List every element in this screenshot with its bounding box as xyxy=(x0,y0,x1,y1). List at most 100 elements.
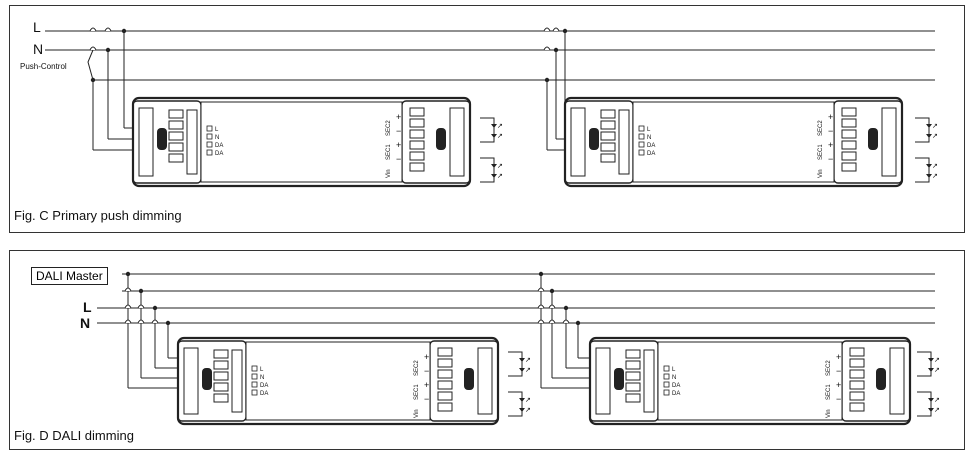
terminal-slot xyxy=(600,153,616,163)
led-emission-icon: ↗ xyxy=(525,367,531,374)
cable-clamp xyxy=(868,128,878,150)
led-emission-icon: ↗ xyxy=(932,173,938,180)
led-output-wire xyxy=(915,117,930,143)
strain-relief xyxy=(477,347,493,415)
led-diode xyxy=(519,408,525,412)
terminal-slot xyxy=(409,118,425,128)
caption-fig-d: Fig. D DALI dimming xyxy=(14,428,134,443)
sec1-label: SEC1 xyxy=(826,384,832,400)
cable-clamp xyxy=(614,368,624,390)
led-emission-icon: ↗ xyxy=(497,173,503,180)
polarity-sign: − xyxy=(424,394,429,404)
polarity-sign: + xyxy=(396,140,401,150)
terminal-label: N xyxy=(672,375,676,381)
terminal-marker xyxy=(206,141,213,148)
wire-crossover xyxy=(537,287,545,292)
terminal-slot xyxy=(213,382,229,392)
wire-label-n-d: N xyxy=(80,315,91,331)
terminal-marker xyxy=(638,133,645,140)
wire-crossover xyxy=(124,319,132,324)
polarity-sign: − xyxy=(836,394,841,404)
dali-master-box: DALI Master xyxy=(31,267,108,285)
polarity-sign: − xyxy=(828,154,833,164)
terminal-slot xyxy=(213,393,229,403)
led-diode xyxy=(928,408,934,412)
sec2-label: SEC2 xyxy=(826,360,832,376)
led-emission-icon: ↗ xyxy=(525,397,531,404)
driver-label-plate xyxy=(657,341,843,421)
led-diode xyxy=(926,134,932,138)
led-emission-icon: ↗ xyxy=(932,123,938,130)
wire-crossover xyxy=(89,27,97,32)
terminal-marker xyxy=(663,389,670,396)
cable-clamp xyxy=(464,368,474,390)
vin-label: Vin xyxy=(818,169,824,178)
strain-relief xyxy=(881,107,897,177)
terminal-slot xyxy=(849,380,865,390)
led-emission-icon: ↗ xyxy=(497,133,503,140)
led-emission-icon: ↗ xyxy=(497,123,503,130)
terminal-slot xyxy=(841,140,857,150)
terminal-label: DA xyxy=(215,143,223,149)
terminal-slot xyxy=(600,109,616,119)
polarity-sign: − xyxy=(396,154,401,164)
sec1-label: SEC1 xyxy=(414,384,420,400)
wire-crossover xyxy=(562,319,570,324)
polarity-sign: − xyxy=(828,126,833,136)
terminal-label: N xyxy=(647,135,651,141)
led-output-wire xyxy=(917,391,932,417)
terminal-marker xyxy=(206,133,213,140)
wire-label-l-c: L xyxy=(33,19,41,35)
terminal-slot xyxy=(168,120,184,130)
terminal-slot xyxy=(849,391,865,401)
terminal-label: L xyxy=(260,367,264,373)
terminal-slot xyxy=(213,360,229,370)
terminal-marker xyxy=(206,125,213,132)
led-diode xyxy=(519,398,525,402)
driver-label-plate xyxy=(632,101,835,183)
cable-clamp xyxy=(202,368,212,390)
terminal-slot xyxy=(409,151,425,161)
terminal-slot xyxy=(409,129,425,139)
terminal-slot xyxy=(600,131,616,141)
terminal-slot xyxy=(437,358,453,368)
led-diode xyxy=(519,358,525,362)
wire-crossover xyxy=(543,27,551,32)
led-diode xyxy=(928,368,934,372)
terminal-marker xyxy=(251,365,258,372)
terminal-label: N xyxy=(215,135,219,141)
sec1-label: SEC1 xyxy=(386,144,392,160)
wire-crossover xyxy=(552,27,560,32)
terminal-label: DA xyxy=(215,151,223,157)
wire-label-n-c: N xyxy=(33,41,44,57)
terminal-label: DA xyxy=(672,391,680,397)
terminal-slot xyxy=(409,162,425,172)
led-emission-icon: ↗ xyxy=(934,397,940,404)
terminal-marker xyxy=(251,381,258,388)
terminal-slot xyxy=(841,162,857,172)
led-emission-icon: ↗ xyxy=(932,163,938,170)
terminal-slot xyxy=(849,369,865,379)
sec1-label: SEC1 xyxy=(818,144,824,160)
terminal-slot xyxy=(625,349,641,359)
sec2-label: SEC2 xyxy=(818,120,824,136)
wire-crossover xyxy=(104,27,112,32)
led-emission-icon: ↗ xyxy=(932,133,938,140)
terminal-slot xyxy=(437,380,453,390)
strain-relief xyxy=(183,347,199,415)
led-emission-icon: ↗ xyxy=(525,357,531,364)
led-output-wire xyxy=(915,157,930,183)
led-emission-icon: ↗ xyxy=(934,357,940,364)
terminal-label: L xyxy=(647,127,651,133)
caption-fig-c: Fig. C Primary push dimming xyxy=(14,208,182,223)
terminal-slot xyxy=(437,347,453,357)
led-output-wire xyxy=(480,157,495,183)
led-output-wire xyxy=(480,117,495,143)
cable-clamp xyxy=(589,128,599,150)
terminal-slot xyxy=(213,349,229,359)
terminal-slot xyxy=(168,109,184,119)
terminal-cover xyxy=(231,349,243,413)
terminal-slot xyxy=(168,142,184,152)
terminal-cover xyxy=(186,109,198,175)
